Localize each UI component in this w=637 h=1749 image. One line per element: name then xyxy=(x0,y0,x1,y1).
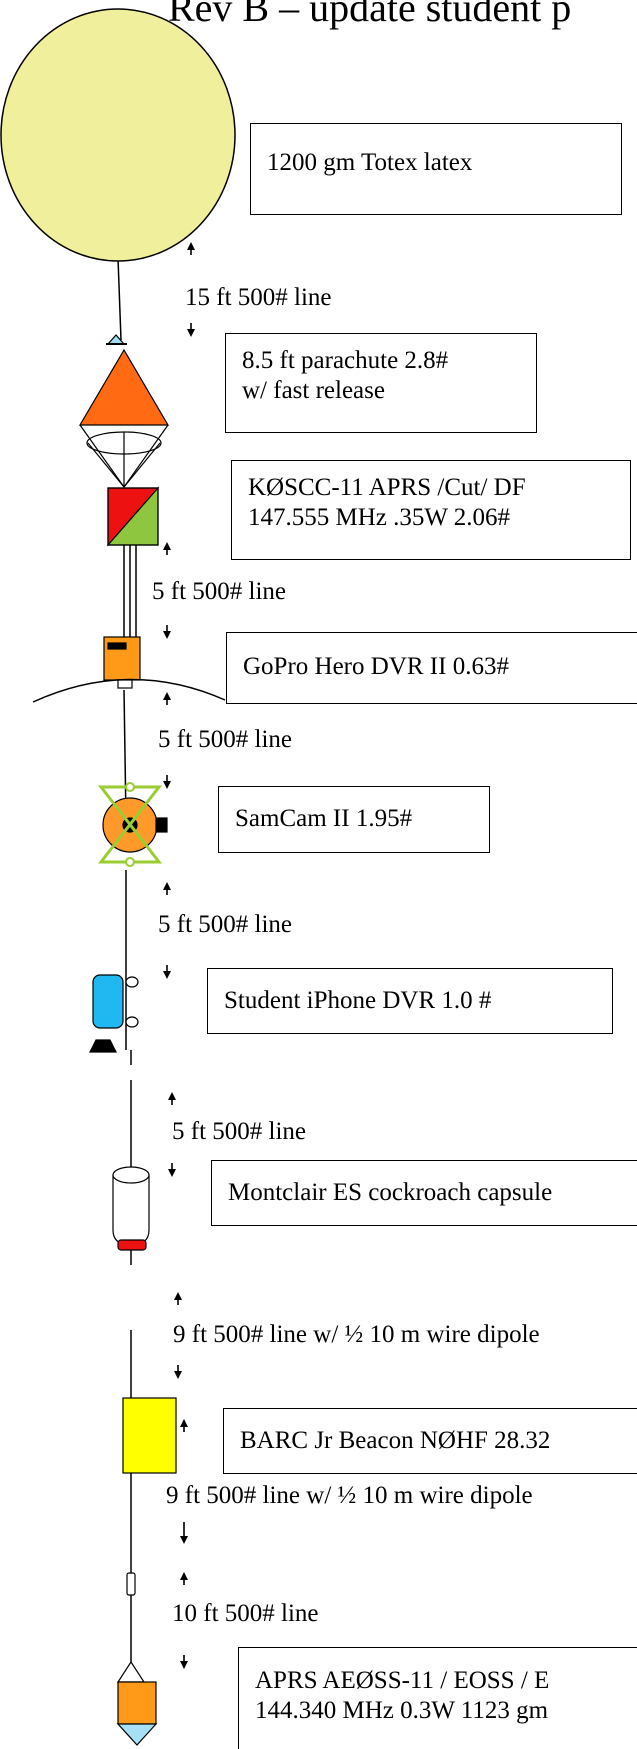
cutter-box-icon xyxy=(106,486,160,547)
line-label-8: 10 ft 500# line xyxy=(172,1600,319,1627)
iphone-icon xyxy=(89,974,139,1053)
balloon-label: 1200 gm Totex latex xyxy=(267,149,473,176)
parachute-label-line1: 8.5 ft parachute 2.8# xyxy=(242,347,449,374)
capsule-icon xyxy=(112,1166,150,1251)
parachute-icon xyxy=(78,334,170,488)
eoss-capsule-icon xyxy=(116,1660,158,1746)
parachute-label-line2: w/ fast release xyxy=(242,377,385,404)
line-label-2: 5 ft 500# line xyxy=(152,578,287,605)
gopro-label-box: GoPro Hero DVR II 0.63# xyxy=(226,632,637,704)
gopro-icon xyxy=(32,636,226,703)
line-label-4: 5 ft 500# line xyxy=(158,911,293,938)
samcam-label: SamCam II 1.95# xyxy=(235,805,413,832)
spacing-arrows xyxy=(163,242,195,1669)
iphone-label: Student iPhone DVR 1.0 # xyxy=(224,987,492,1014)
beacon-icon xyxy=(122,1397,177,1474)
line-label-5: 5 ft 500# line xyxy=(172,1118,307,1145)
aprs-eoss-label-box: APRS AEØSS-11 / EOSS / E 144.340 MHz 0.3… xyxy=(238,1647,637,1749)
cockroach-label-box: Montclair ES cockroach capsule xyxy=(211,1160,637,1226)
gopro-label: GoPro Hero DVR II 0.63# xyxy=(243,653,509,680)
line-label-1: 15 ft 500# line xyxy=(185,284,332,311)
tether-line xyxy=(117,257,137,1665)
aprs-cut-df-label-line2: 147.555 MHz .35W 2.06# xyxy=(248,504,511,531)
samcam-icon xyxy=(97,782,168,867)
insulator-icon xyxy=(126,1572,136,1596)
balloon-icon xyxy=(0,8,236,262)
beacon-label: BARC Jr Beacon NØHF 28.32 xyxy=(240,1427,551,1454)
samcam-label-box: SamCam II 1.95# xyxy=(218,786,490,853)
cockroach-label: Montclair ES cockroach capsule xyxy=(228,1179,553,1206)
aprs-cut-df-label-line1: KØSCC-11 APRS /Cut/ DF xyxy=(248,474,526,501)
balloon-label-box: 1200 gm Totex latex xyxy=(250,123,622,215)
aprs-cut-df-label-box: KØSCC-11 APRS /Cut/ DF 147.555 MHz .35W … xyxy=(231,460,631,560)
iphone-label-box: Student iPhone DVR 1.0 # xyxy=(207,968,613,1034)
page-title: Rev B – update student p xyxy=(168,0,572,30)
aprs-eoss-label-line1: APRS AEØSS-11 / EOSS / E xyxy=(255,1667,550,1694)
parachute-label-box: 8.5 ft parachute 2.8# w/ fast release xyxy=(225,333,537,433)
aprs-eoss-label-line2: 144.340 MHz 0.3W 1123 gm xyxy=(255,1697,549,1724)
beacon-label-box: BARC Jr Beacon NØHF 28.32 xyxy=(223,1408,637,1474)
line-label-7: 9 ft 500# line w/ ½ 10 m wire dipole xyxy=(166,1482,533,1509)
line-label-6: 9 ft 500# line w/ ½ 10 m wire dipole xyxy=(173,1321,540,1348)
line-label-3: 5 ft 500# line xyxy=(158,726,293,753)
